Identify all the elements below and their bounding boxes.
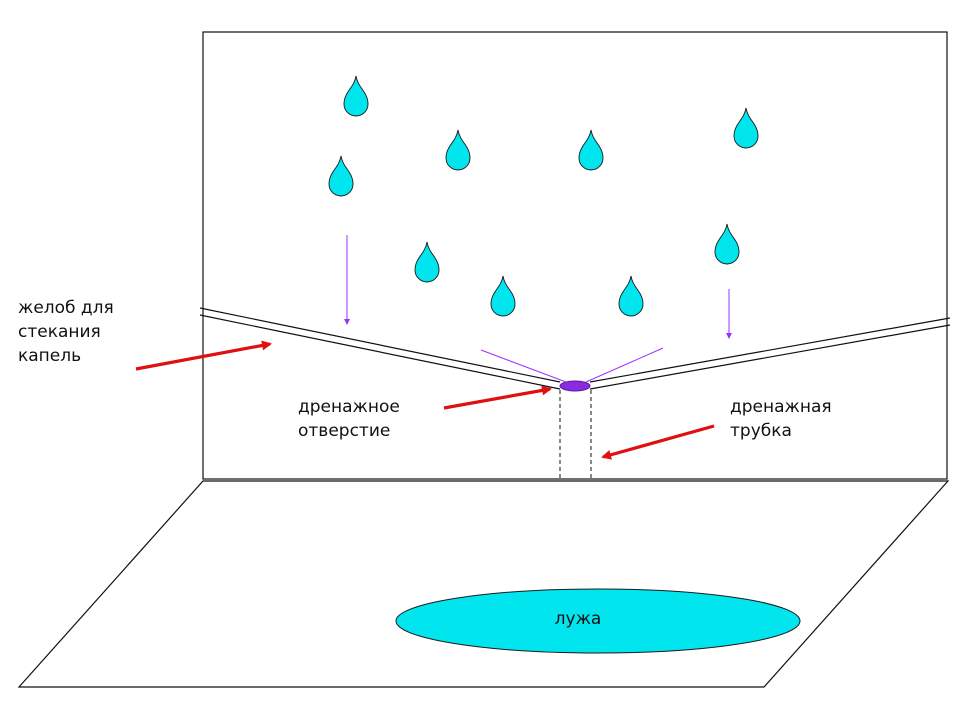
pointer-arrows xyxy=(135,340,715,460)
fall-arrows xyxy=(344,235,732,339)
drain-hole xyxy=(559,380,591,392)
puddle-label: лужа xyxy=(555,609,602,629)
water-drop-icon xyxy=(414,241,440,283)
water-drop-icon xyxy=(445,129,471,171)
water-drop-icon xyxy=(328,155,354,197)
flow-lines xyxy=(480,347,664,383)
puddle xyxy=(395,588,801,654)
arrow-drain-pipe xyxy=(601,424,715,460)
drain-pipe xyxy=(559,390,592,479)
gutter xyxy=(199,307,951,390)
back-wall xyxy=(202,31,948,480)
water-drop-icon xyxy=(733,107,759,149)
drain-hole-label: дренажное отверстие xyxy=(298,397,405,441)
water-drop-icon xyxy=(343,75,369,117)
floor xyxy=(17,480,950,688)
water-drop-icon xyxy=(714,223,740,265)
water-drops xyxy=(328,75,759,317)
water-drop-icon xyxy=(618,275,644,317)
gutter-label: желоб для стекания капель xyxy=(18,298,119,366)
drain-pipe-label: дренажная трубка xyxy=(730,397,837,441)
water-drop-icon xyxy=(490,275,516,317)
arrow-gutter xyxy=(135,340,272,371)
water-drop-icon xyxy=(578,129,604,171)
arrow-drain-hole xyxy=(443,385,552,410)
